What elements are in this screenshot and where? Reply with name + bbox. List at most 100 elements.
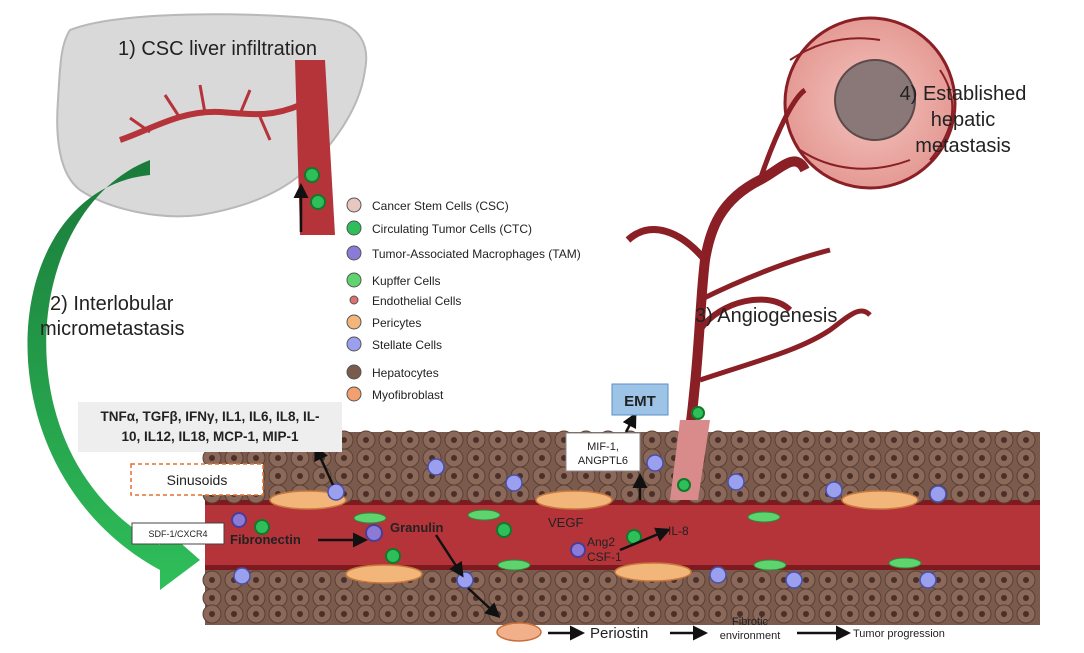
hepatocyte-nucleus	[275, 473, 281, 479]
hepatocyte-nucleus	[363, 611, 369, 617]
hepatocyte-nucleus	[275, 611, 281, 617]
hepatocyte-nucleus	[429, 437, 435, 443]
cytokine-line1: TNFα, TGFβ, IFNγ, IL1, IL6, IL8, IL-	[100, 409, 319, 424]
hepatocyte-nucleus	[913, 473, 919, 479]
hepatocyte-nucleus	[275, 595, 281, 601]
hepatocyte-nucleus	[781, 455, 787, 461]
hepatocyte-nucleus	[803, 437, 809, 443]
hepatocyte-nucleus	[429, 491, 435, 497]
hepatocyte-nucleus	[451, 577, 457, 583]
hepatocyte-nucleus	[781, 611, 787, 617]
hepatocyte-nucleus	[759, 595, 765, 601]
hepatocyte-nucleus	[847, 473, 853, 479]
step3-label: 3) Angiogenesis	[695, 305, 837, 327]
hepatocyte-nucleus	[495, 595, 501, 601]
hepatocyte-nucleus	[363, 455, 369, 461]
hepatocyte-nucleus	[957, 595, 963, 601]
hepatocyte-nucleus	[517, 455, 523, 461]
hepatocyte-nucleus	[847, 595, 853, 601]
legend-label: Endothelial Cells	[372, 294, 461, 308]
hepatocyte-nucleus	[1023, 455, 1029, 461]
ctc-icon	[346, 220, 362, 236]
hepatocyte-nucleus	[693, 611, 699, 617]
hepatocyte-nucleus	[1001, 611, 1007, 617]
hepatocyte-nucleus	[209, 611, 215, 617]
hepatocyte-nucleus	[759, 577, 765, 583]
hepatocyte-nucleus	[561, 611, 567, 617]
myofibroblast-cell	[496, 622, 542, 642]
hepatocyte-nucleus	[935, 611, 941, 617]
hepatocyte-nucleus	[957, 473, 963, 479]
mif-line2: ANGPTL6	[578, 455, 628, 467]
hepatocyte-nucleus	[539, 455, 545, 461]
csf1-label: CSF-1	[587, 550, 622, 564]
vessel-cells	[231, 490, 922, 584]
hepatocyte-nucleus	[781, 473, 787, 479]
cell-legend: Cancer Stem Cells (CSC)Circulating Tumor…	[346, 197, 581, 402]
hepatocyte-nucleus	[429, 577, 435, 583]
hepatocyte-nucleus	[539, 611, 545, 617]
hepatocyte-nucleus	[803, 595, 809, 601]
hepatocyte-nucleus	[561, 595, 567, 601]
hepatocyte-nucleus	[1023, 577, 1029, 583]
hepatocyte-nucleus	[825, 437, 831, 443]
hepatocyte-icon	[346, 364, 362, 380]
hepatocyte-nucleus	[473, 491, 479, 497]
emt-label: EMT	[624, 393, 656, 410]
hepatocyte-nucleus	[495, 455, 501, 461]
hepatocyte-nucleus	[297, 455, 303, 461]
hepatocyte-nucleus	[671, 595, 677, 601]
hepatocyte-nucleus	[517, 595, 523, 601]
hepatocyte-nucleus	[561, 473, 567, 479]
hepatocyte-nucleus	[407, 473, 413, 479]
tumor-progression-label: Tumor progression	[853, 628, 945, 640]
hepatocyte-nucleus	[561, 577, 567, 583]
hepatocyte-nucleus	[539, 437, 545, 443]
pericyte-icon	[346, 314, 362, 330]
hepatocyte-nucleus	[385, 473, 391, 479]
legend-label: Kupffer Cells	[372, 274, 440, 288]
hepatocyte-nucleus	[407, 437, 413, 443]
hepatocyte-nucleus	[979, 577, 985, 583]
legend-label: Pericytes	[372, 316, 421, 330]
hepatocyte-nucleus	[1001, 473, 1007, 479]
sinusoids-label: Sinusoids	[167, 472, 228, 488]
hepatocyte-nucleus	[979, 473, 985, 479]
hepatocyte-nucleus	[891, 455, 897, 461]
hepatocyte-nucleus	[869, 437, 875, 443]
hepatocyte-nucleus	[891, 577, 897, 583]
hepatocyte-nucleus	[627, 491, 633, 497]
periostin-label: Periostin	[590, 625, 648, 642]
hepatocyte-nucleus	[869, 455, 875, 461]
ctc-cell	[691, 406, 705, 420]
hepatocyte-nucleus	[869, 473, 875, 479]
hepatocyte-nucleus	[649, 491, 655, 497]
hepatocyte-nucleus	[363, 437, 369, 443]
hepatocyte-nucleus	[253, 577, 259, 583]
stellate-icon	[346, 336, 362, 352]
hepatocyte-nucleus	[517, 611, 523, 617]
hepatocyte-nucleus	[913, 611, 919, 617]
hepatocyte-nucleus	[451, 473, 457, 479]
cytokine-line2: 10, IL12, IL18, MCP-1, MIP-1	[121, 429, 299, 444]
hepatocyte-nucleus	[957, 577, 963, 583]
hepatocyte-nucleus	[737, 455, 743, 461]
hepatocyte-nucleus	[341, 455, 347, 461]
hepatocyte-nucleus	[825, 455, 831, 461]
hepatocyte-nucleus	[759, 491, 765, 497]
hepatocyte-nucleus	[869, 611, 875, 617]
hepatocyte-nucleus	[385, 611, 391, 617]
hepatocyte-nucleus	[495, 473, 501, 479]
hepatocyte-nucleus	[1001, 455, 1007, 461]
established-tumor	[783, 16, 957, 190]
hepatocyte-nucleus	[319, 595, 325, 601]
hepatocyte-nucleus	[979, 437, 985, 443]
hepatocyte-nucleus	[935, 437, 941, 443]
hepatocyte-nucleus	[935, 455, 941, 461]
hepatocyte-nucleus	[847, 455, 853, 461]
hepatocyte-nucleus	[275, 577, 281, 583]
hepatocyte-nucleus	[737, 577, 743, 583]
hepatocyte-nucleus	[231, 611, 237, 617]
sinusoids-box: Sinusoids	[130, 463, 264, 496]
